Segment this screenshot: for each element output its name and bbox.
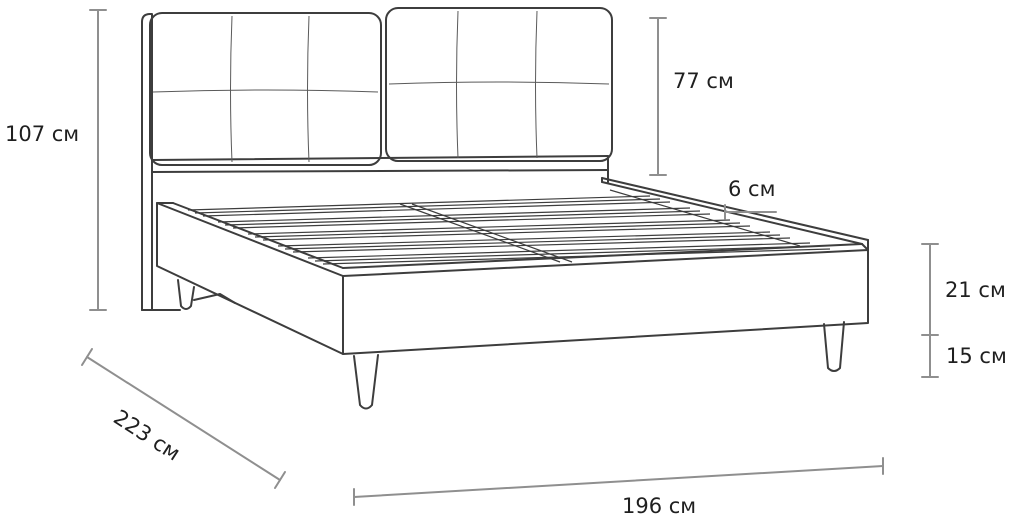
label-frame-thickness: 6 см: [728, 177, 775, 201]
headboard-cushion-right: [385, 7, 613, 162]
dimension-headboard-height: [649, 17, 667, 176]
bed-frame: [156, 177, 869, 355]
bed-legs: [177, 279, 845, 410]
slat-grid: [187, 189, 831, 265]
dimension-frame-and-leg-height: [921, 243, 939, 378]
dimension-frame-thickness: [724, 204, 777, 220]
label-headboard-height: 77 см: [673, 69, 734, 93]
dimension-length: [81, 348, 286, 489]
label-frame-height: 21 см: [945, 278, 1006, 302]
headboard-cushion-left: [149, 12, 382, 166]
label-length: 223 см: [109, 405, 184, 466]
label-width: 196 см: [622, 494, 696, 518]
label-total-height: 107 см: [5, 122, 79, 146]
label-leg-height: 15 см: [946, 344, 1007, 368]
dimension-total-height: [89, 9, 107, 311]
dimension-width: [353, 457, 884, 506]
